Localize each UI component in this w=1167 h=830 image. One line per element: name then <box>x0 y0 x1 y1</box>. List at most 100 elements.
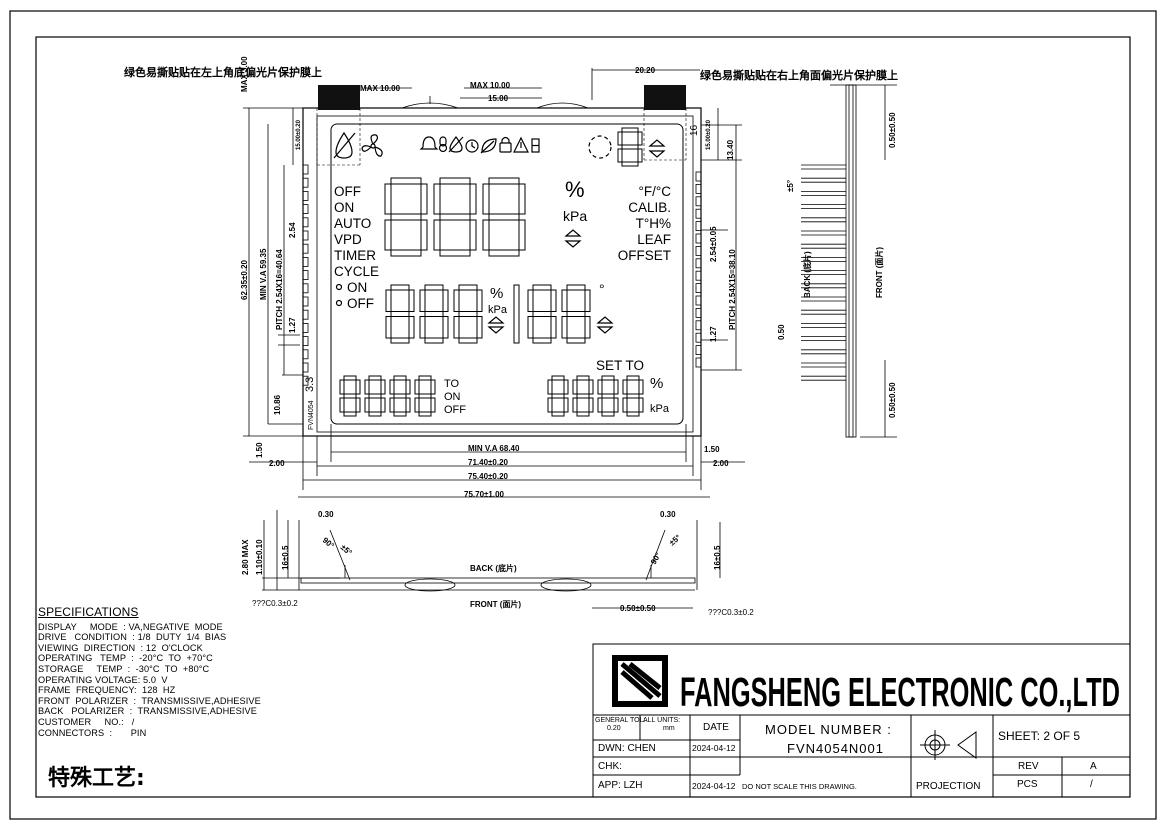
dim-127r: 1.27 <box>709 326 718 342</box>
segment <box>482 183 490 215</box>
dim-2020: 20.20 <box>635 66 656 75</box>
spec-heading: SPECIFICATIONS <box>38 605 139 619</box>
side-back-label: BACK (底片) <box>802 251 812 298</box>
segment <box>566 311 586 317</box>
checked-by: CHK: <box>598 761 622 772</box>
segment <box>414 397 420 413</box>
segment <box>584 316 591 339</box>
side-view-pins <box>801 164 846 381</box>
dim-c03r: ???C0.3±0.2 <box>708 608 754 617</box>
pin-right <box>695 233 702 244</box>
title-block <box>592 643 1131 798</box>
pin-right <box>695 307 702 318</box>
right-dimensions <box>701 108 742 371</box>
mode-on: ON <box>334 200 354 215</box>
segment <box>527 289 534 312</box>
segment <box>384 183 392 215</box>
segment <box>343 393 357 399</box>
spec-row: OPERATING TEMP : -20°C TO +70°C <box>38 653 213 664</box>
kpa-label-1: kPa <box>563 208 587 224</box>
dim-254: 2.54 <box>288 222 297 238</box>
drawn-date: 2024-04-12 <box>692 743 736 753</box>
rev-value: A <box>1090 761 1097 772</box>
spec-row: FRAME FREQUENCY: 128 HZ <box>38 685 176 696</box>
dim-7570: 75.70±1.00 <box>464 490 505 499</box>
segment <box>419 316 426 339</box>
bell-icon <box>419 136 439 150</box>
dim-280: 2.80 MAX <box>241 539 250 575</box>
segment <box>601 375 615 381</box>
pin-right <box>695 258 702 269</box>
right-setting-labels: °F/°C CALIB. T°H% LEAF OFFSET <box>618 184 671 263</box>
segment <box>637 131 643 146</box>
segment <box>408 316 415 339</box>
segment <box>563 397 569 413</box>
segment <box>380 379 386 395</box>
segment <box>439 249 471 257</box>
projection-label: PROJECTION <box>916 781 981 792</box>
segment <box>476 289 483 312</box>
pct-label-3: % <box>650 375 663 392</box>
rev-label: REV <box>1018 761 1039 772</box>
segment <box>469 183 477 215</box>
dim-15: 15.00 <box>488 94 509 103</box>
segment <box>389 379 395 395</box>
pin-left <box>302 375 309 386</box>
dim-c03l: ???C0.3±0.2 <box>252 599 298 608</box>
segment <box>439 213 471 221</box>
segment <box>390 213 422 221</box>
dim-030r: 0.30 <box>660 510 676 519</box>
up-down-arrow-icon-2 <box>564 229 582 248</box>
segment <box>550 316 557 339</box>
segment <box>414 379 420 395</box>
pin-right <box>695 171 702 182</box>
units-label: ALL UNITS:mm <box>643 717 681 732</box>
tear-tab-left <box>318 85 360 110</box>
seven-segment-digit <box>419 284 449 344</box>
segment <box>393 393 407 399</box>
segment <box>588 397 594 413</box>
segment <box>424 337 444 344</box>
cycle-on-label: ON <box>347 280 367 295</box>
seven-segment-digit <box>414 375 436 417</box>
dim-16: 16±0.5 <box>281 545 290 570</box>
segment <box>617 131 623 146</box>
segment <box>518 219 526 251</box>
segment <box>433 219 441 251</box>
left-pin-row <box>302 164 309 386</box>
top-dimensions <box>364 68 700 104</box>
segment <box>621 127 639 133</box>
segment <box>390 177 422 185</box>
left-dimensions <box>243 107 745 498</box>
mode-timer: TIMER <box>334 248 376 263</box>
seven-segment-digit <box>339 375 361 417</box>
spec-row: OPERATING VOLTAGE: 5.0 V <box>38 674 168 685</box>
pin-left <box>302 243 309 254</box>
dim-max10b: MAX 10.00 <box>470 81 511 90</box>
dim-150: 1.50 <box>255 442 264 458</box>
pin-left <box>302 349 309 360</box>
segment <box>576 393 590 399</box>
inner-border <box>35 36 1131 798</box>
seven-segment-digit <box>453 284 483 344</box>
dim-050b: 0.50±0.50 <box>620 604 656 613</box>
segment <box>418 411 432 417</box>
segment <box>419 289 426 312</box>
segment <box>343 411 357 417</box>
segment <box>518 183 526 215</box>
battery-icon <box>531 138 540 153</box>
segment <box>547 397 553 413</box>
dim-16r: 16±0.5 <box>713 545 722 570</box>
pin-left <box>302 362 309 373</box>
segment <box>364 397 370 413</box>
rev-mark: 3.3 <box>304 377 316 392</box>
segment <box>638 397 644 413</box>
bottom-front-label: FRONT (面片) <box>470 599 521 609</box>
outer-border <box>9 10 1157 820</box>
segment <box>384 219 392 251</box>
segment <box>368 393 382 399</box>
segment <box>532 311 552 317</box>
segment <box>458 284 478 291</box>
segment <box>527 316 534 339</box>
pin-right <box>695 245 702 256</box>
